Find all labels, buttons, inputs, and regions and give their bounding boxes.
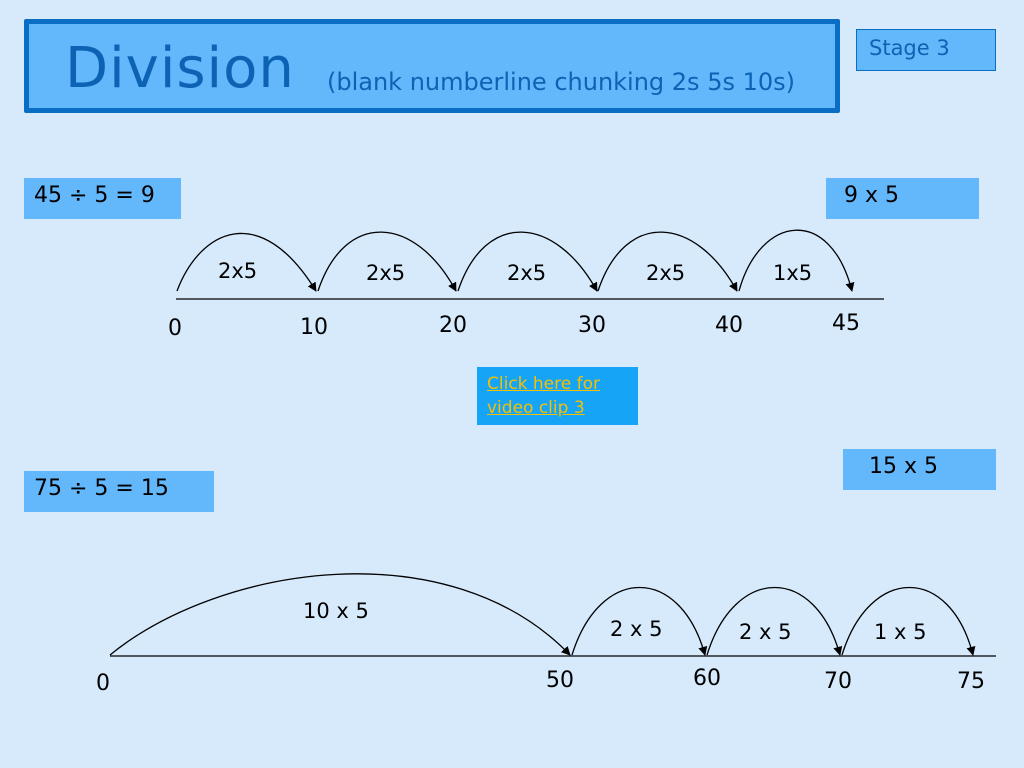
page-subtitle: (blank numberline chunking 2s 5s 10s) bbox=[327, 68, 795, 96]
jump-arc-1-5 bbox=[738, 229, 855, 292]
page-title: Division bbox=[65, 36, 295, 101]
jump-arc-1-3 bbox=[457, 231, 598, 292]
jump-arc-1-2 bbox=[317, 231, 457, 292]
tick-label-1-5: 45 bbox=[832, 311, 860, 336]
title-banner: Division (blank numberline chunking 2s 5… bbox=[24, 19, 840, 113]
jump-label-1-4: 2x5 bbox=[646, 261, 685, 285]
equation-1: 45 ÷ 5 = 9 bbox=[24, 178, 181, 219]
jump-label-1-5: 1x5 bbox=[773, 261, 812, 285]
video-link-line-2: video clip 3 bbox=[487, 398, 585, 418]
equation-2: 75 ÷ 5 = 15 bbox=[24, 471, 214, 512]
jump-arc-1-1 bbox=[176, 232, 317, 292]
jump-label-1-1: 2x5 bbox=[218, 259, 257, 283]
tick-label-1-2: 20 bbox=[439, 313, 467, 338]
jump-label-2-1: 10 x 5 bbox=[303, 599, 369, 623]
jump-arc-2-1 bbox=[109, 573, 571, 656]
jump-arc-2-4 bbox=[841, 587, 976, 656]
tick-label-2-1: 50 bbox=[546, 668, 574, 693]
video-link-line-1: Click here for bbox=[487, 374, 600, 394]
jump-arc-2-3 bbox=[706, 587, 843, 656]
tick-label-2-3: 70 bbox=[824, 669, 852, 694]
tick-label-1-4: 40 bbox=[715, 313, 743, 338]
summary-2: 15 x 5 bbox=[843, 449, 996, 490]
tick-label-1-1: 10 bbox=[300, 315, 328, 340]
tick-label-2-0: 0 bbox=[96, 671, 110, 696]
tick-label-1-0: 0 bbox=[168, 316, 182, 341]
video-clip-link[interactable]: Click here for video clip 3 bbox=[487, 372, 627, 420]
video-link-box[interactable]: Click here for video clip 3 bbox=[477, 367, 638, 425]
jump-label-1-2: 2x5 bbox=[366, 261, 405, 285]
jump-label-2-4: 1 x 5 bbox=[874, 620, 927, 644]
jump-label-2-2: 2 x 5 bbox=[610, 617, 663, 641]
jump-label-1-3: 2x5 bbox=[507, 261, 546, 285]
jump-label-2-3: 2 x 5 bbox=[739, 620, 792, 644]
jump-arc-1-4 bbox=[597, 231, 738, 292]
tick-label-2-4: 75 bbox=[957, 669, 985, 694]
stage-label: Stage 3 bbox=[856, 29, 996, 71]
jump-arc-2-2 bbox=[571, 587, 708, 656]
summary-1: 9 x 5 bbox=[826, 178, 979, 219]
tick-label-1-3: 30 bbox=[578, 313, 606, 338]
tick-label-2-2: 60 bbox=[693, 666, 721, 691]
